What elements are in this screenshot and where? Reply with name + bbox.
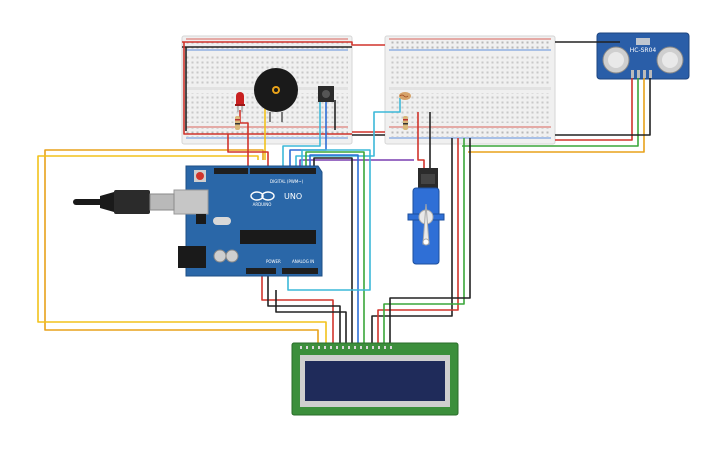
lcd-icon	[291, 342, 459, 416]
ultrasonic-label: HC-SR04	[630, 47, 657, 54]
arduino-uno-board: ARDUINO UNO DIGITAL (PWM~) POWER ANALOG …	[173, 165, 323, 277]
arduino-analog-label: ANALOG IN	[292, 259, 314, 264]
pushbutton-icon	[318, 86, 334, 102]
servo-icon	[407, 168, 445, 265]
led-icon	[235, 92, 245, 112]
wires	[37, 41, 651, 344]
buzzer-icon	[254, 68, 298, 122]
ultrasonic-sensor-icon: HC-SR04	[596, 32, 690, 80]
breadboard-right	[384, 35, 556, 145]
arduino-brand: ARDUINO	[253, 202, 272, 207]
photoresistor-icon	[399, 92, 411, 100]
usb-cable-icon	[73, 190, 175, 214]
resistor-right	[403, 116, 408, 130]
arduino-digital-label: DIGITAL (PWM~)	[270, 179, 304, 184]
arduino-power-label: POWER	[266, 259, 281, 264]
resistor-left	[235, 116, 240, 130]
arduino-model: UNO	[284, 192, 302, 201]
